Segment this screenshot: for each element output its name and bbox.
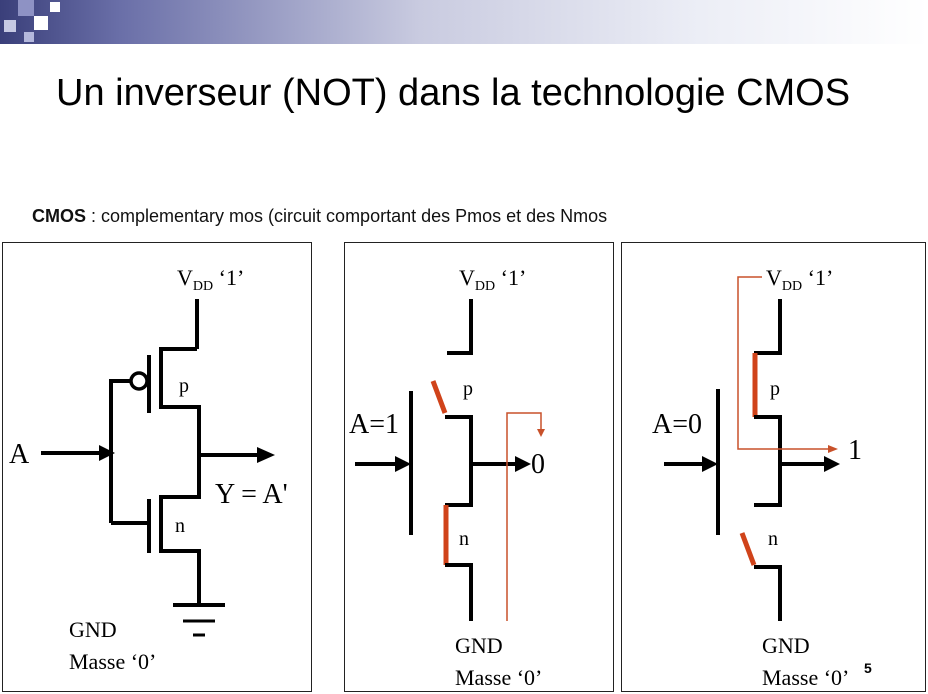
current-arrowhead (828, 445, 838, 453)
output-arrowhead (515, 456, 531, 472)
output-label: Y = A' (215, 479, 288, 510)
vdd-subscript: DD (475, 279, 495, 294)
gnd-label: GND (455, 633, 503, 658)
input-arrowhead (395, 456, 411, 472)
page-number: 5 (864, 660, 872, 676)
pmos-inversion-bubble (129, 371, 149, 391)
masse-label: Masse ‘0’ (69, 649, 156, 674)
vdd-subscript: DD (782, 279, 802, 294)
svg-text:VDD ‘1’: VDD ‘1’ (766, 265, 833, 294)
panel-input-zero: VDD ‘1’ p n A=0 1 GND Masse ‘0’ (621, 242, 926, 692)
inverter-a0-diagram: VDD ‘1’ p n A=0 1 GND Masse ‘0’ (652, 265, 862, 690)
pmos-label: p (770, 378, 780, 400)
input-label: A=1 (349, 409, 399, 440)
discharge-current-path (506, 412, 542, 621)
masse-label: Masse ‘0’ (762, 665, 849, 690)
output-label: 1 (848, 435, 862, 466)
header-decoration-square (50, 2, 60, 12)
svg-text:VDD ‘1’: VDD ‘1’ (177, 265, 244, 294)
nmos-label: n (459, 528, 469, 550)
output-arrowhead (257, 447, 275, 463)
inverter-a1-diagram: VDD ‘1’ p n A=1 0 GND Masse ‘0’ (349, 265, 545, 690)
subtitle-text: : complementary mos (circuit comportant … (86, 206, 608, 226)
vdd-value: ‘1’ (802, 265, 833, 290)
input-label: A (9, 439, 30, 470)
inverter-schematic-diagram: VDD ‘1’ p n A Y = A' GND Masse ‘0’ (9, 265, 288, 674)
current-arrowhead (537, 429, 545, 437)
charge-current-path (737, 276, 830, 450)
subtitle-term: CMOS (32, 206, 86, 226)
output-arrowhead (824, 456, 840, 472)
gnd-label: GND (69, 617, 117, 642)
gnd-label: GND (762, 633, 810, 658)
pmos-label: p (463, 378, 473, 400)
header-decoration-band (0, 0, 928, 44)
vdd-value: ‘1’ (213, 265, 244, 290)
slide-subtitle: CMOS : complementary mos (circuit compor… (32, 206, 912, 227)
input-arrowhead (702, 456, 718, 472)
vdd-label: V (459, 265, 475, 290)
pmos-open-switch (430, 380, 448, 414)
nmos-label: n (768, 528, 778, 550)
svg-text:VDD ‘1’: VDD ‘1’ (459, 265, 526, 294)
masse-label: Masse ‘0’ (455, 665, 542, 690)
output-label: 0 (531, 449, 545, 480)
header-decoration-square (34, 16, 48, 30)
vdd-subscript: DD (193, 279, 213, 294)
header-decoration-square (24, 32, 34, 42)
header-decoration-square (4, 20, 16, 32)
input-arrowhead (99, 445, 115, 461)
vdd-label: V (177, 265, 193, 290)
nmos-label: n (175, 515, 185, 537)
panel-input-one: VDD ‘1’ p n A=1 0 GND Masse ‘0’ (344, 242, 614, 692)
vdd-value: ‘1’ (495, 265, 526, 290)
nmos-open-switch (739, 532, 757, 566)
input-label: A=0 (652, 409, 702, 440)
pmos-label: p (179, 375, 189, 397)
header-decoration-square (18, 0, 34, 16)
vdd-label: V (766, 265, 782, 290)
panel-inverter-schematic: VDD ‘1’ p n A Y = A' GND Masse ‘0’ (2, 242, 312, 692)
slide-title: Un inverseur (NOT) dans la technologie C… (56, 72, 851, 114)
